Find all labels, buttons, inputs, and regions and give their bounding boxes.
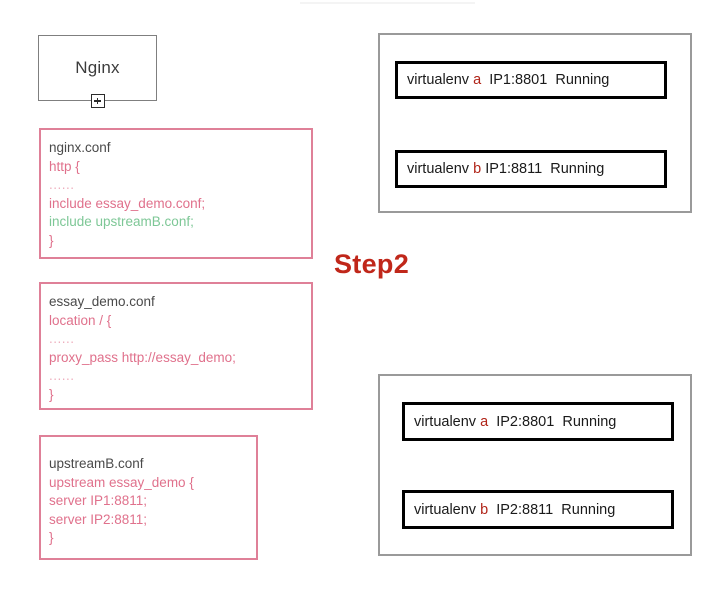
- virtualenv-tag: a: [480, 413, 489, 430]
- config-line: }: [49, 530, 54, 545]
- virtualenv-address: IP1:8811: [485, 161, 543, 177]
- virtualenv-status: Running: [555, 72, 610, 88]
- config-line: proxy_pass http://essay_demo;: [49, 349, 236, 365]
- virtualenv-address: IP2:8801: [496, 413, 555, 430]
- virtualenv-instance-b[interactable]: virtualenv b IP1:8811 Running: [395, 150, 667, 188]
- virtualenv-status: Running: [550, 161, 605, 177]
- config-line: essay_demo.conf: [49, 294, 155, 309]
- virtualenv-tag: b: [480, 501, 489, 518]
- virtualenv-address: IP2:8811: [496, 501, 554, 518]
- virtualenv-instance-label: virtualenv a IP1:8801 Running: [407, 72, 609, 88]
- config-line: include essay_demo.conf;: [49, 195, 206, 211]
- config-line: ......: [49, 368, 75, 383]
- virtualenv-name: virtualenv: [407, 161, 470, 177]
- virtualenv-address: IP1:8801: [489, 72, 548, 88]
- virtualenv-instance-label: virtualenv b IP1:8811 Running: [407, 161, 604, 177]
- config-line: include upstreamB.conf;: [49, 214, 194, 229]
- nginx-node-label: Nginx: [75, 58, 120, 77]
- plus-icon[interactable]: [91, 94, 105, 108]
- config-line: upstream essay_demo {: [49, 474, 194, 490]
- config-line: }: [49, 386, 54, 402]
- virtualenv-instance-a[interactable]: virtualenv a IP1:8801 Running: [395, 61, 667, 99]
- config-line: location / {: [49, 312, 112, 328]
- config-line: nginx.conf: [49, 140, 111, 155]
- virtualenv-instance-label: virtualenv a IP2:8801 Running: [414, 414, 616, 430]
- virtualenv-status: Running: [562, 413, 617, 430]
- config-box-upstreamb-conf[interactable]: upstreamB.conf upstream essay_demo { ser…: [39, 435, 258, 560]
- virtualenv-tag: a: [473, 72, 482, 88]
- step-label: Step2: [334, 249, 410, 279]
- config-box-nginx-conf[interactable]: nginx.conf http { ...... include essay_d…: [39, 128, 313, 259]
- cropped-top-edge: [300, 2, 475, 4]
- virtualenv-name: virtualenv: [414, 413, 477, 430]
- config-line: upstreamB.conf: [49, 456, 144, 471]
- config-line: server IP1:8811;: [49, 493, 148, 508]
- virtualenv-instance-label: virtualenv b IP2:8811 Running: [414, 502, 615, 518]
- nginx-node[interactable]: Nginx: [38, 35, 157, 101]
- host-group-ip1: virtualenv a IP1:8801 Running virtualenv…: [378, 33, 692, 213]
- virtualenv-name: virtualenv: [407, 72, 470, 88]
- config-line: ......: [49, 177, 75, 192]
- config-line: ......: [49, 331, 75, 346]
- virtualenv-name: virtualenv: [414, 501, 477, 518]
- virtualenv-tag: b: [473, 161, 482, 177]
- config-line: http {: [49, 158, 80, 174]
- virtualenv-instance-b[interactable]: virtualenv b IP2:8811 Running: [402, 490, 674, 529]
- host-group-ip2: virtualenv a IP2:8801 Running virtualenv…: [378, 374, 692, 556]
- config-box-essay-demo-conf[interactable]: essay_demo.conf location / { ...... prox…: [39, 282, 313, 410]
- virtualenv-instance-a[interactable]: virtualenv a IP2:8801 Running: [402, 402, 674, 441]
- config-line: }: [49, 232, 54, 248]
- virtualenv-status: Running: [561, 501, 616, 518]
- config-line: server IP2:8811;: [49, 511, 148, 527]
